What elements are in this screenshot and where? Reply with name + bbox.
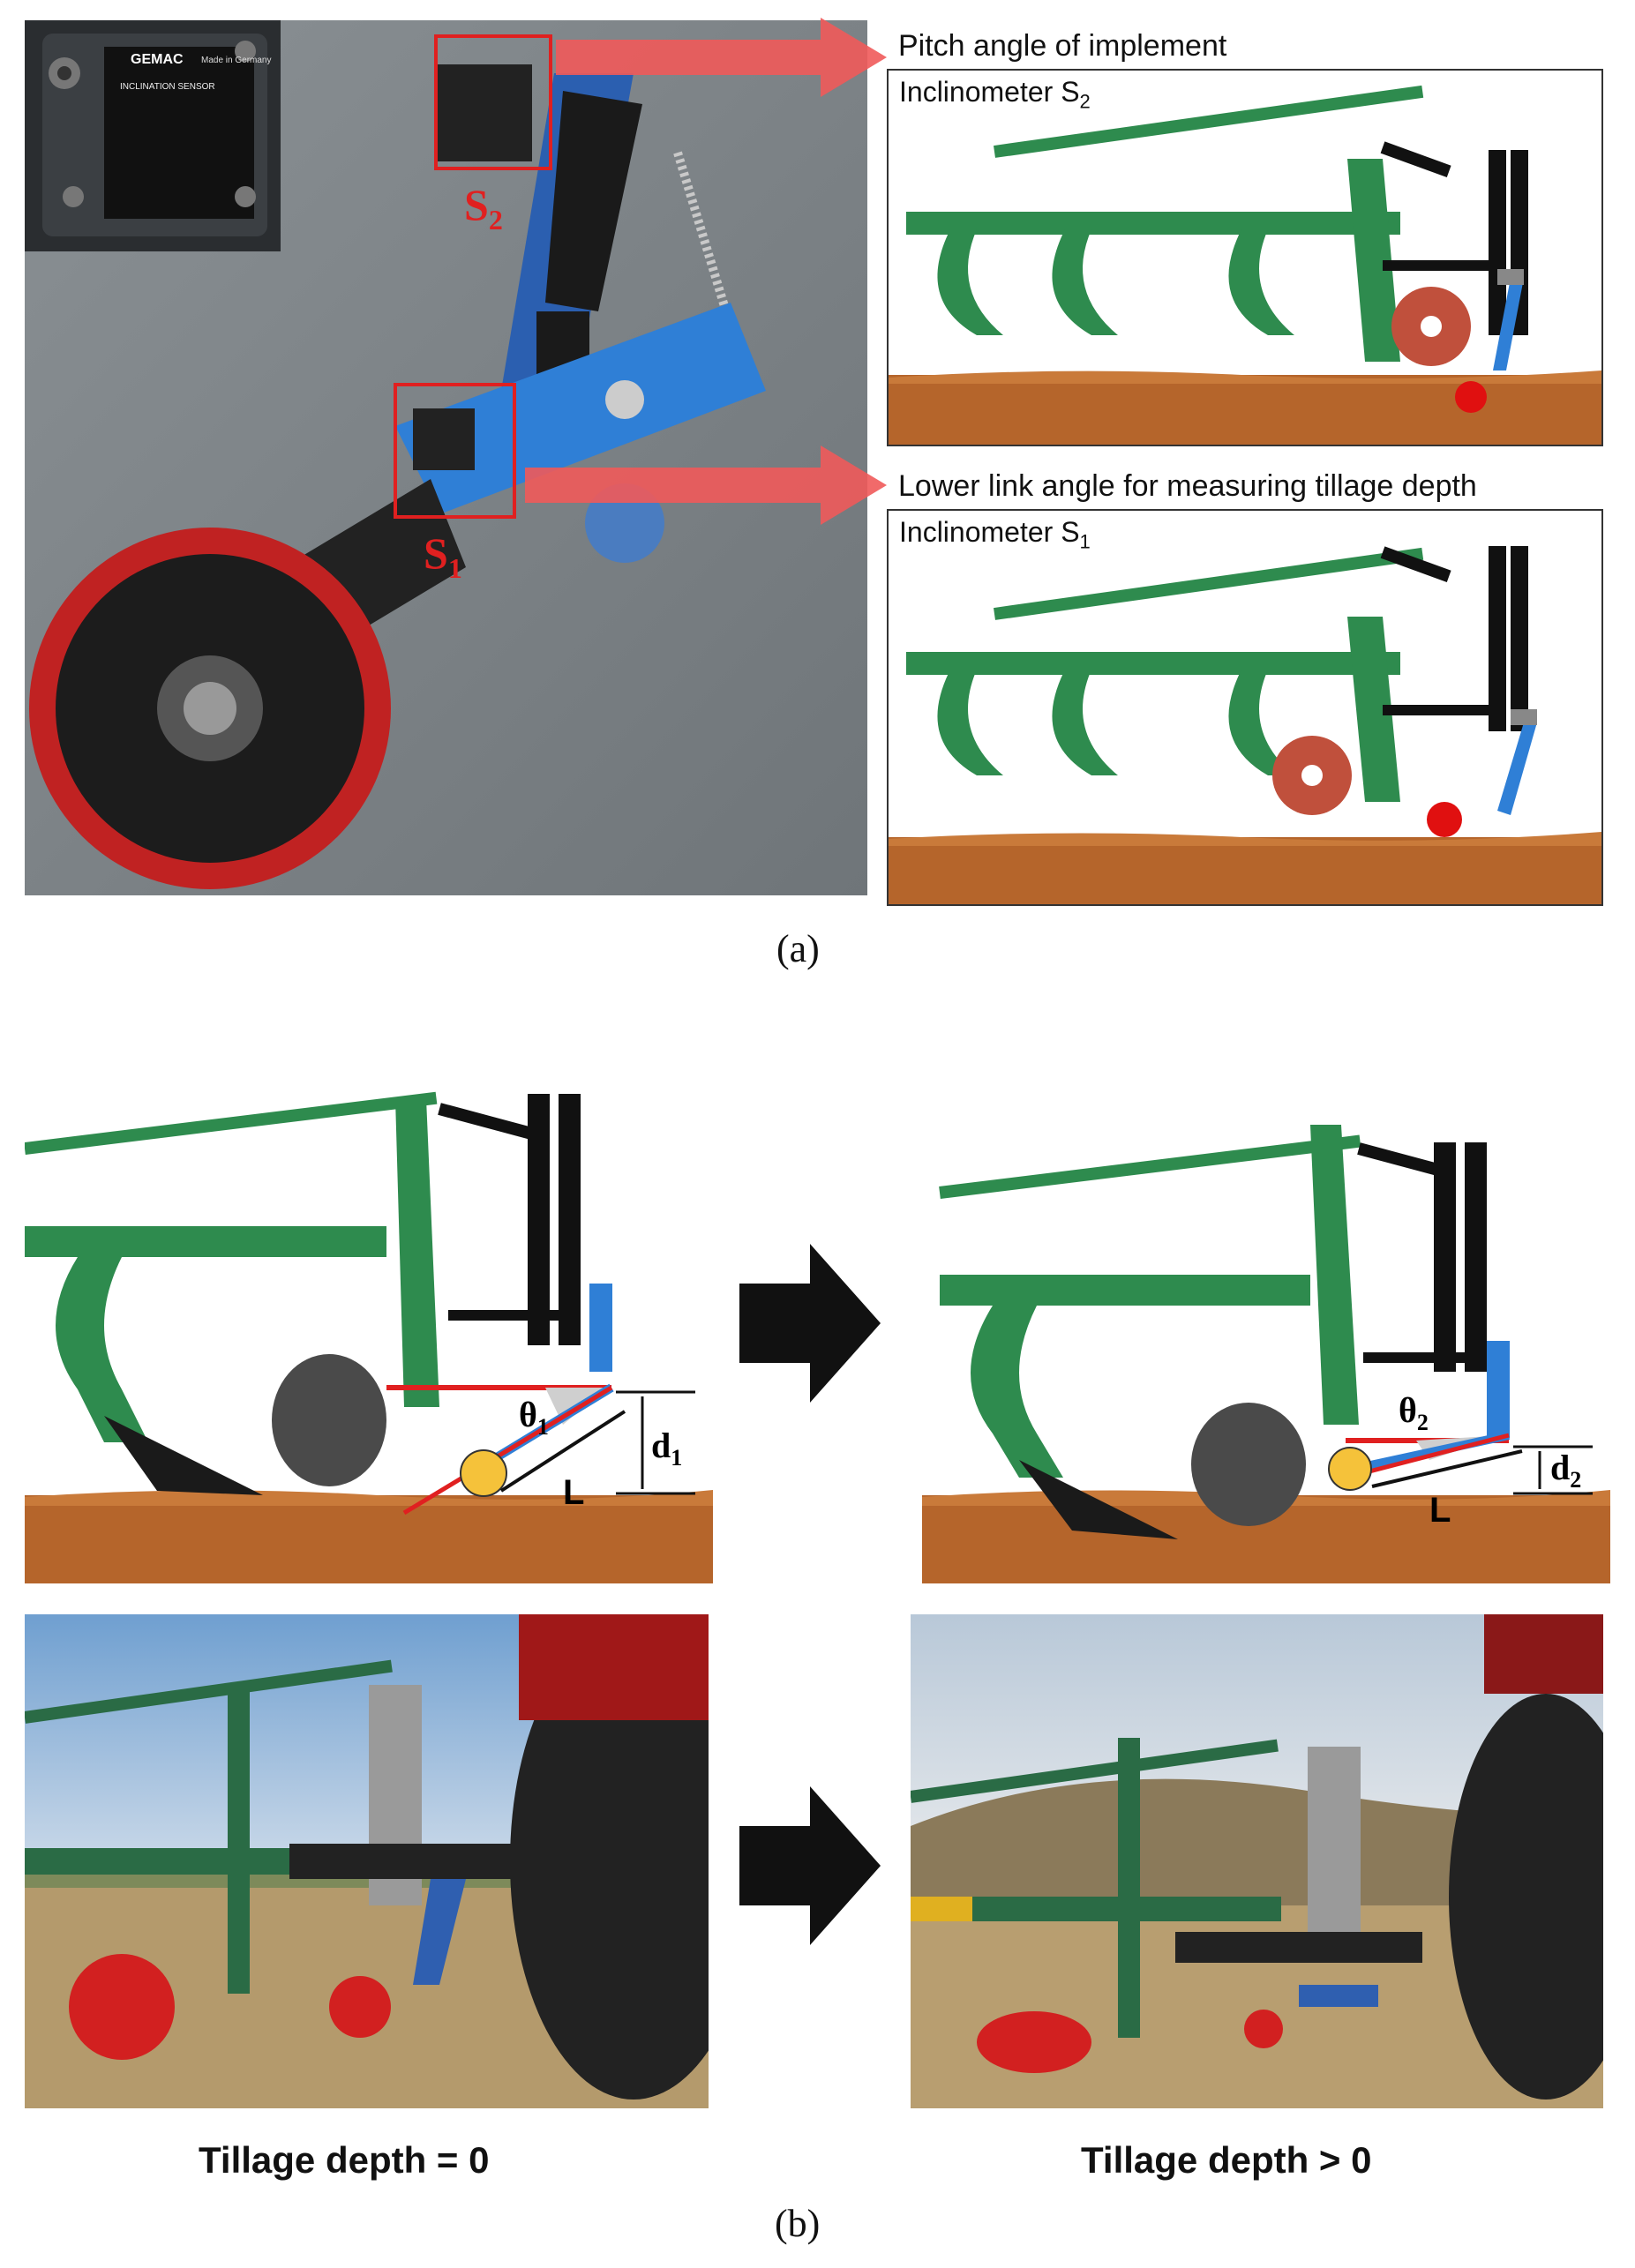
sensor-photo: GEMAC Made in Germany INCLINATION SENSOR… [25, 20, 867, 895]
left-caption: Tillage depth = 0 [199, 2139, 490, 2181]
photo-label-s1-sub: 1 [447, 552, 462, 584]
right-theta-sub: 2 [1416, 1410, 1429, 1435]
right-depth-symbol: d [1550, 1448, 1571, 1487]
left-field-photo [25, 1614, 709, 2108]
bottom-diagram-title: Lower link angle for measuring tillage d… [898, 469, 1477, 503]
photo-label-s1: S1 [424, 528, 462, 585]
photo-label-s1-base: S [424, 528, 448, 578]
photo-sensor-type: INCLINATION SENSOR [120, 82, 215, 92]
left-theta-symbol: θ [519, 1395, 537, 1434]
top-diagram-sensor-name: Inclinometer S [899, 76, 1080, 108]
left-length-label: L [563, 1473, 585, 1512]
panel-a-sublabel: (a) [776, 927, 820, 970]
panel-b-sublabel: (b) [775, 2202, 821, 2245]
bottom-diagram-sensor-sub: 1 [1079, 530, 1091, 553]
bottom-diagram-sensor-label: Inclinometer S1 [899, 516, 1091, 553]
top-implement-diagram: Inclinometer S2 [887, 69, 1603, 446]
right-depth-label: d2 [1550, 1447, 1581, 1493]
red-arrow-bottom [525, 445, 887, 525]
right-theta-label: θ2 [1399, 1389, 1429, 1436]
photo-label-s2-base: S [464, 180, 489, 229]
right-length-label: L [1429, 1491, 1451, 1530]
right-schematic: θ2 L d2 [922, 1072, 1610, 1583]
left-depth-symbol: d [651, 1426, 671, 1465]
bottom-implement-diagram: Inclinometer S1 [887, 509, 1603, 906]
left-depth-sub: 1 [671, 1445, 683, 1471]
left-theta-sub: 1 [536, 1414, 549, 1440]
photo-label-s2-sub: 2 [488, 204, 503, 236]
right-field-photo [911, 1614, 1603, 2108]
photo-sensor-brand: GEMAC [131, 52, 184, 67]
right-depth-sub: 2 [1570, 1467, 1582, 1493]
right-theta-symbol: θ [1399, 1390, 1417, 1430]
right-caption: Tillage depth > 0 [1081, 2139, 1372, 2181]
transition-arrow-bottom [739, 1786, 881, 1945]
red-arrow-top [556, 18, 887, 97]
left-depth-label: d1 [651, 1425, 682, 1471]
top-diagram-sensor-label: Inclinometer S2 [899, 76, 1091, 113]
left-theta-label: θ1 [519, 1394, 549, 1441]
left-schematic: θ1 L d1 [25, 1072, 713, 1583]
top-diagram-title: Pitch angle of implement [898, 29, 1227, 63]
transition-arrow-top [739, 1244, 881, 1403]
bottom-diagram-sensor-name: Inclinometer S [899, 516, 1080, 548]
photo-label-s2: S2 [464, 179, 503, 236]
photo-sensor-origin: Made in Germany [201, 56, 272, 65]
top-diagram-sensor-sub: 2 [1079, 90, 1091, 113]
